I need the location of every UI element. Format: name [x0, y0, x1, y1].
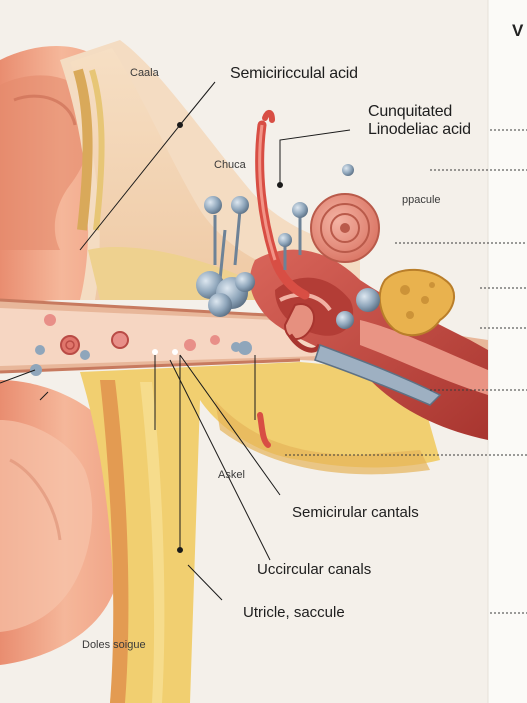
label-conjugated-line2: Linodeliac acid — [368, 121, 471, 138]
label-conjugated-line1: Cunquitated — [368, 103, 453, 120]
eustachian-tube — [314, 344, 442, 406]
nerve-cluster-mid — [278, 164, 380, 329]
right-leader-lines — [285, 129, 527, 614]
label-utricle-saccule: Utricle, saccule — [243, 604, 345, 621]
label-askel: Askel — [218, 469, 245, 481]
nerve-cluster-left — [196, 196, 255, 317]
canal-particles — [30, 314, 252, 376]
leader-lines — [0, 81, 351, 601]
cochlea — [310, 193, 380, 263]
label-ppacule: ppacule — [402, 194, 441, 206]
spongy-bone — [378, 268, 455, 337]
label-semicircular-canals: Semicirular cantals — [292, 504, 419, 521]
red-canal-pipe — [255, 110, 310, 300]
lower-canal-wall — [80, 362, 440, 703]
label-semicircular-acid: Semiciricculal acid — [230, 65, 358, 82]
label-caala: Caala — [130, 67, 159, 79]
edge-letter: V — [512, 21, 524, 40]
label-uccircular-canals: Uccircular canals — [257, 561, 372, 578]
ossicles — [257, 303, 323, 448]
label-doles-soigue: Doles soigue — [82, 639, 146, 651]
label-chuca: Chuca — [214, 159, 246, 171]
side-panel — [488, 0, 527, 703]
